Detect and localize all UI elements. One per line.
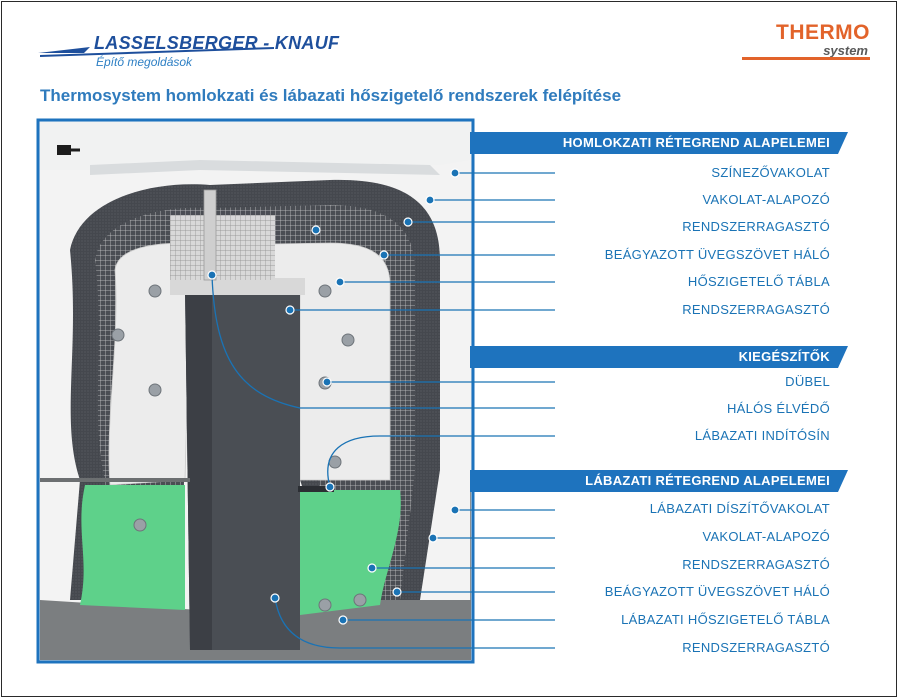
section-header-facade: HOMLOKZATI RÉTEGREND ALAPELEMEI — [563, 133, 840, 153]
label-plinth-system-adhesive: RENDSZERRAGASZTÓ — [682, 557, 830, 572]
section-header-accessories: KIEGÉSZÍTŐK — [739, 347, 840, 367]
label-mesh-corner-bead: HÁLÓS ÉLVÉDŐ — [727, 401, 830, 416]
label-system-adhesive: RENDSZERRAGASZTÓ — [682, 219, 830, 234]
label-plinth-system-adhesive-base: RENDSZERRAGASZTÓ — [682, 640, 830, 655]
label-plaster-primer: VAKOLAT-ALAPOZÓ — [702, 192, 830, 207]
label-plinth-insulation-board: LÁBAZATI HŐSZIGETELŐ TÁBLA — [621, 612, 830, 627]
label-finish-plaster: SZÍNEZŐVAKOLAT — [711, 165, 830, 180]
label-plinth-glass-mesh: BEÁGYAZOTT ÜVEGSZÖVET HÁLÓ — [605, 584, 830, 599]
section-header-plinth: LÁBAZATI RÉTEGREND ALAPELEMEI — [585, 471, 840, 491]
label-dowel: DÜBEL — [785, 374, 830, 389]
label-insulation-board: HŐSZIGETELŐ TÁBLA — [688, 274, 830, 289]
plinth-insulation-left — [80, 485, 185, 610]
label-system-adhesive-base: RENDSZERRAGASZTÓ — [682, 302, 830, 317]
label-plinth-plaster-primer: VAKOLAT-ALAPOZÓ — [702, 529, 830, 544]
label-plinth-decorative-plaster: LÁBAZATI DÍSZÍTŐVAKOLAT — [650, 501, 830, 516]
corner-bead — [204, 190, 216, 280]
label-starter-rail: LÁBAZATI INDÍTÓSÍN — [695, 428, 830, 443]
corner-mesh — [170, 215, 275, 280]
label-embedded-glass-mesh: BEÁGYAZOTT ÜVEGSZÖVET HÁLÓ — [605, 247, 830, 262]
